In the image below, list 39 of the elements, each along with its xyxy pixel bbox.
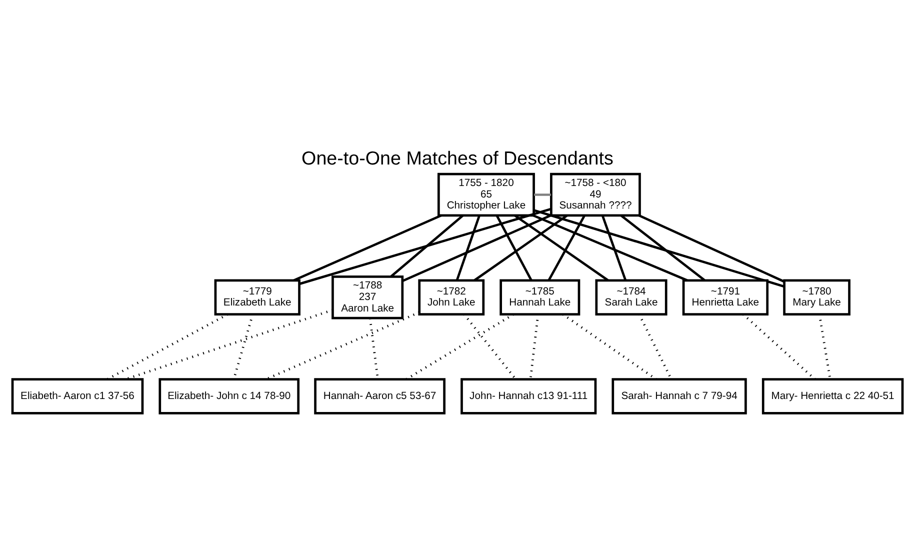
node-box: ~1780 Mary Lake xyxy=(783,278,850,316)
node-box: Sarah- Hannah c 7 79-94 xyxy=(612,378,747,414)
connector xyxy=(266,310,420,380)
connector xyxy=(106,312,228,380)
connector xyxy=(390,214,464,277)
node-box: ~1758 - <180 49 Susannah ???? xyxy=(550,172,641,216)
connector xyxy=(562,312,657,380)
connector xyxy=(532,214,688,281)
node-box: ~1782 John Lake xyxy=(418,278,485,316)
connector xyxy=(638,214,785,282)
connector xyxy=(406,312,514,380)
diagram-title: One-to-One Matches of Descendants xyxy=(302,147,614,168)
connector xyxy=(456,214,480,280)
connector xyxy=(125,308,333,380)
connector xyxy=(742,312,816,380)
node-box: Elizabeth- John c 14 78-90 xyxy=(158,378,300,414)
node-box: ~1785 Hannah Lake xyxy=(500,278,580,316)
connector xyxy=(534,208,784,288)
connector xyxy=(293,214,442,281)
connector xyxy=(514,214,609,281)
node-box: ~1784 Sarah Lake xyxy=(595,278,668,316)
node-box: ~1788 237 Aaron Lake xyxy=(332,275,404,319)
connector xyxy=(299,207,552,285)
node-box: Hannah- Aaron c5 53-67 xyxy=(314,378,446,414)
connector xyxy=(474,214,568,281)
node-box: John- Hannah c13 91-111 xyxy=(460,378,597,414)
connector xyxy=(620,214,706,281)
connector xyxy=(402,214,552,282)
connector xyxy=(463,313,517,380)
node-box: Mary- Henrietta c 22 40-51 xyxy=(762,378,904,414)
node-box: ~1779 Elizabeth Lake xyxy=(214,278,300,316)
connector xyxy=(601,214,627,280)
connector xyxy=(548,214,586,280)
connector xyxy=(496,214,532,280)
node-box: ~1791 Henrietta Lake xyxy=(682,278,769,316)
node-box: Eliabeth- Aaron c1 37-56 xyxy=(11,378,144,414)
connector xyxy=(534,193,552,196)
node-box: 1755 - 1820 65 Christopher Lake xyxy=(437,172,535,216)
connector xyxy=(638,313,672,380)
